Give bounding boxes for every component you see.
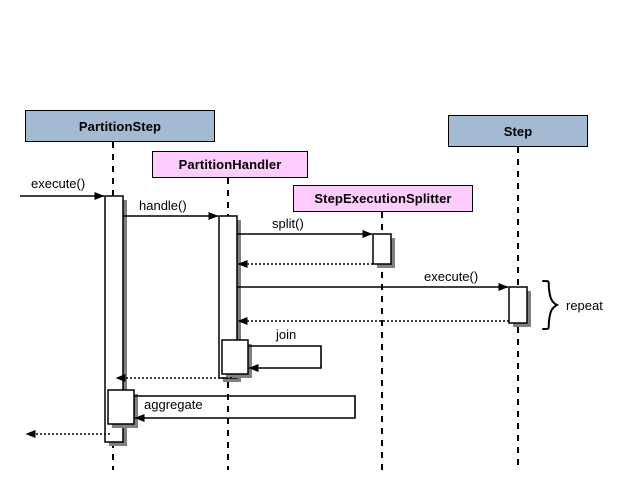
repeat-brace-icon bbox=[542, 280, 560, 330]
participant-box-partition-step[interactable]: PartitionStep bbox=[25, 110, 215, 142]
repeat-annotation-label: repeat bbox=[566, 298, 603, 313]
participant-box-step-execution-splitter[interactable]: StepExecutionSplitter bbox=[293, 185, 473, 212]
participant-box-partition-handler[interactable]: PartitionHandler bbox=[152, 151, 308, 178]
self-message-aggregate-path bbox=[134, 395, 356, 422]
participant-label-step-execution-splitter: StepExecutionSplitter bbox=[314, 191, 452, 206]
activation-step bbox=[508, 286, 528, 324]
activation-step-execution-splitter bbox=[372, 233, 392, 265]
activation-aggregate-nested bbox=[107, 389, 135, 425]
messages bbox=[20, 192, 509, 438]
self-messages bbox=[134, 345, 356, 422]
participant-box-step[interactable]: Step bbox=[448, 115, 588, 147]
self-message-join-path bbox=[248, 345, 322, 372]
message-label-aggregate: aggregate bbox=[144, 397, 203, 412]
participant-label-partition-handler: PartitionHandler bbox=[178, 157, 282, 172]
message-label-join: join bbox=[276, 327, 297, 342]
participant-label-partition-step: PartitionStep bbox=[78, 118, 162, 134]
participant-label-step: Step bbox=[503, 123, 533, 139]
message-label-execute-in: execute() bbox=[31, 176, 86, 191]
message-label-split: split() bbox=[272, 216, 304, 231]
activation-join-nested bbox=[221, 339, 249, 375]
message-label-execute-step: execute() bbox=[424, 269, 479, 284]
message-label-handle: handle() bbox=[139, 198, 187, 213]
